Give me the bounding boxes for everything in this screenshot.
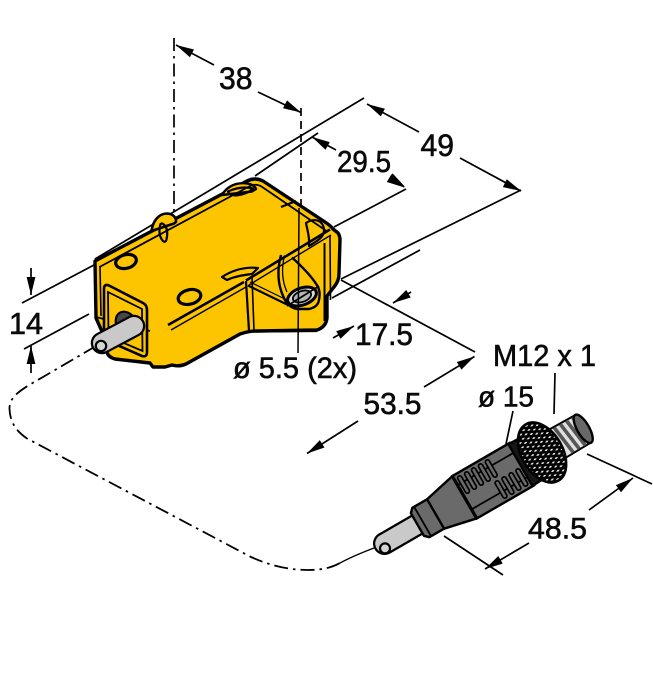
svg-text:49: 49 — [421, 127, 455, 163]
svg-text:53.5: 53.5 — [364, 386, 422, 421]
svg-text:M12 x 1: M12 x 1 — [493, 338, 596, 373]
svg-text:14: 14 — [9, 307, 43, 341]
svg-text:ø 5.5 (2x): ø 5.5 (2x) — [233, 352, 357, 385]
svg-text:38: 38 — [219, 60, 253, 96]
svg-text:48.5: 48.5 — [528, 513, 587, 546]
svg-text:29.5: 29.5 — [337, 144, 391, 179]
svg-text:17.5: 17.5 — [355, 316, 413, 352]
svg-text:ø 15: ø 15 — [478, 382, 534, 414]
